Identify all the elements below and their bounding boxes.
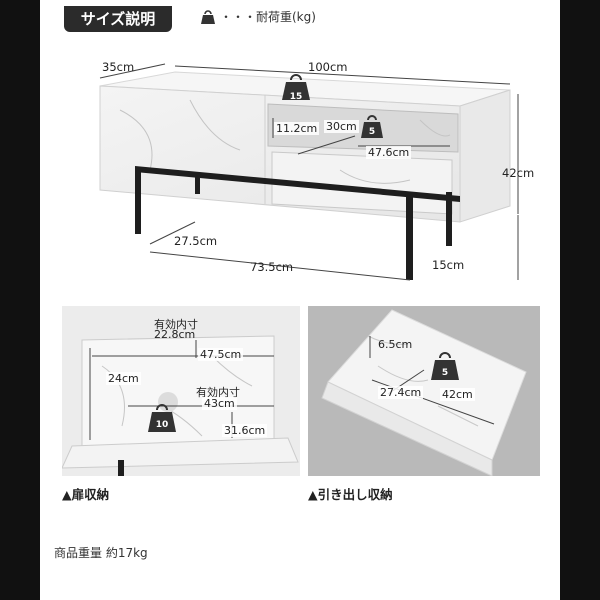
door-panel-height: 31.6cm	[222, 424, 268, 437]
shelf-depth-label: 30cm	[324, 120, 359, 133]
drawer-inner-width: 42cm	[440, 388, 475, 401]
width-label: 100cm	[308, 60, 348, 74]
shelf-load-value: 5	[368, 127, 376, 137]
door-inner-width: 47.5cm	[198, 348, 244, 361]
leg-depth-label: 27.5cm	[174, 234, 218, 248]
door-inner-label-2: 有効内寸	[196, 386, 240, 399]
door-inner-depth: 22.8cm	[154, 328, 196, 341]
drawer-inner-depth: 27.4cm	[378, 386, 424, 399]
height-label: 42cm	[502, 166, 535, 180]
tv-stand-diagram	[99, 63, 519, 281]
leg-width-label: 73.5cm	[250, 260, 294, 274]
top-load-value: 15	[289, 92, 303, 102]
load-capacity-legend: ・・・耐荷重(kg)	[200, 8, 316, 25]
door-inner-label: 有効内寸	[154, 318, 198, 331]
top-load-badge	[282, 74, 310, 100]
drawer-load-value: 5	[441, 368, 449, 378]
shelf-load-badge	[361, 115, 383, 138]
door-height: 24cm	[106, 372, 141, 385]
door-storage-caption: ▲扉収納	[62, 487, 110, 502]
product-weight: 商品重量 約17kg	[54, 546, 148, 560]
drawer-photo: 6.5cm 27.4cm 42cm 5	[308, 306, 540, 476]
door-inner-width-2: 43cm	[202, 397, 237, 410]
door-load-value: 10	[155, 420, 169, 430]
page-title: サイズ説明	[64, 6, 172, 32]
leg-height-label: 15cm	[432, 258, 465, 272]
door-compartment-photo: 有効内寸 22.8cm 47.5cm 24cm 有効内寸 43cm 31.6cm…	[62, 306, 300, 476]
drawer-depth: 6.5cm	[378, 338, 413, 351]
door-load-badge	[148, 404, 176, 432]
shelf-height-label: 11.2cm	[274, 122, 320, 135]
weight-icon	[201, 9, 215, 24]
depth-label: 35cm	[102, 60, 135, 74]
shelf-width-label: 47.6cm	[366, 146, 412, 159]
legend-text: ・・・耐荷重(kg)	[220, 10, 316, 24]
size-guide-card: サイズ説明 ・・・耐荷重(kg)	[40, 0, 560, 600]
drawer-storage-caption: ▲引き出し収納	[308, 487, 393, 502]
drawer-load-badge	[431, 352, 459, 380]
